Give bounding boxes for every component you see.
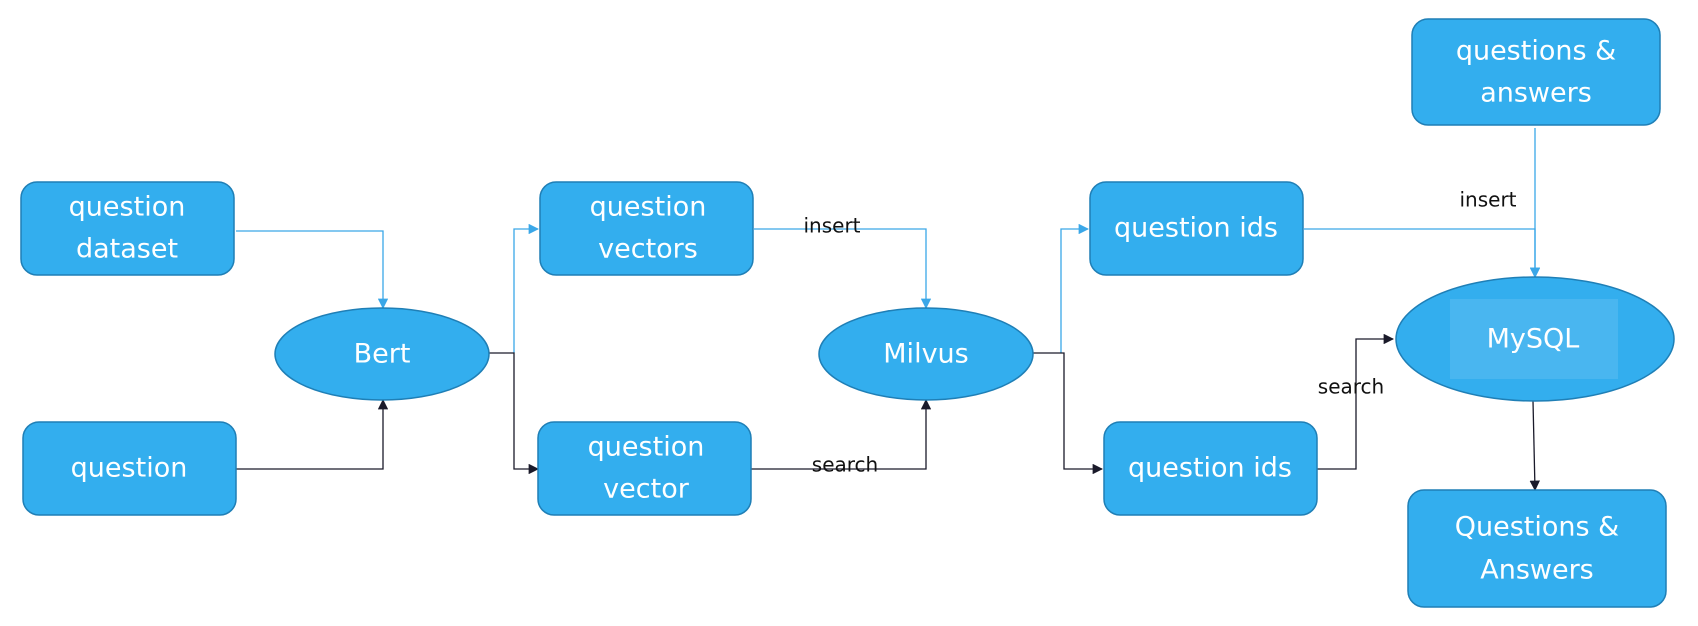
node-questions-answers-input[interactable]: questions & answers [1411, 18, 1661, 126]
node-questions-answers-input-line1: questions & [1456, 36, 1616, 67]
edge-label-search-vector: search [812, 453, 878, 477]
edge-label-insert-ids: insert [1459, 188, 1516, 212]
node-bert-label: Bert [354, 339, 411, 370]
node-question-vector-line2: vector [603, 474, 690, 505]
node-question-vector[interactable]: question vector [537, 421, 752, 516]
edge-dataset-to-bert [236, 230, 389, 310]
node-mysql[interactable]: MySQL [1395, 276, 1675, 402]
node-question-label: question [71, 453, 188, 484]
edge-milvus-to-ids-top [1060, 223, 1090, 353]
edge-ids-bottom-to-mysql [1317, 333, 1395, 470]
edge-vector-to-milvus [751, 398, 932, 470]
node-questions-answers-input-line2: answers [1480, 78, 1592, 109]
node-bert[interactable]: Bert [274, 307, 490, 401]
node-question-ids-top[interactable]: question ids [1089, 181, 1304, 276]
node-milvus-label: Milvus [883, 339, 968, 370]
node-question-vectors-line2: vectors [598, 234, 698, 265]
node-questions-answers-output[interactable]: Questions & Answers [1407, 489, 1667, 608]
edge-milvus-to-ids-bottom [1032, 352, 1104, 475]
mysql-highlight [1450, 299, 1618, 379]
node-question-dataset[interactable]: question dataset [20, 181, 235, 276]
edges-insert [236, 128, 1541, 353]
node-question-ids-top-label: question ids [1114, 213, 1278, 244]
node-questions-answers-output-line2: Answers [1480, 555, 1594, 586]
edge-bert-to-vector [489, 352, 540, 475]
node-mysql-label: MySQL [1487, 324, 1580, 355]
node-question-dataset-line1: question [69, 192, 186, 223]
edge-mysql-to-output [1529, 400, 1540, 492]
node-question-vectors-line1: question [590, 192, 707, 223]
node-questions-answers-output-line1: Questions & [1455, 512, 1619, 543]
node-question-ids-bottom[interactable]: question ids [1103, 421, 1318, 516]
edge-question-to-bert [236, 398, 389, 470]
edge-label-insert-vectors: insert [803, 214, 860, 238]
node-question-vector-line1: question [588, 432, 705, 463]
node-milvus[interactable]: Milvus [818, 307, 1034, 401]
node-question-ids-bottom-label: question ids [1128, 453, 1292, 484]
edge-ids-top-to-mysql [1304, 228, 1541, 279]
node-question[interactable]: question [22, 421, 237, 516]
edge-bert-to-vectors [513, 223, 540, 353]
edge-vectors-to-milvus [754, 228, 932, 310]
node-question-dataset-line2: dataset [76, 234, 178, 265]
node-question-vectors[interactable]: question vectors [539, 181, 754, 276]
edge-label-search-ids: search [1318, 375, 1384, 399]
edges-search [236, 333, 1540, 492]
